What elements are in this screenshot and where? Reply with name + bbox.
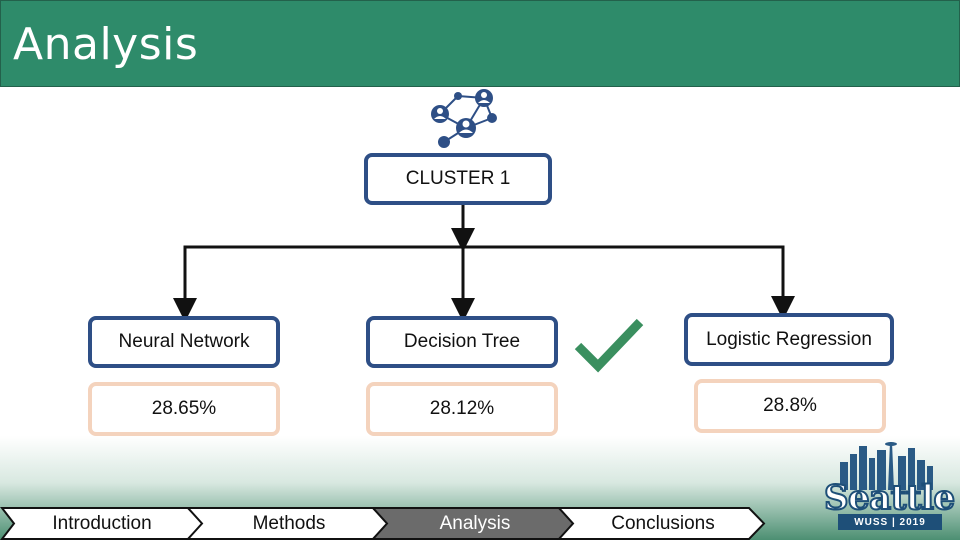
score-value: 28.65%: [151, 398, 217, 419]
model-name: Logistic Regression: [706, 328, 872, 350]
nav-item-conclusions[interactable]: Conclusions: [557, 507, 767, 540]
model-name: Neural Network: [118, 331, 250, 352]
cluster-box: CLUSTER 1: [364, 153, 552, 205]
nav-label: Analysis: [439, 512, 511, 534]
checkmark-icon: [574, 318, 644, 373]
logo-subtitle: WUSS | 2019: [838, 514, 942, 530]
score-value: 28.12%: [429, 398, 495, 419]
nav-label: Introduction: [52, 512, 152, 534]
nav-label: Conclusions: [611, 512, 715, 534]
title-bar: Analysis: [0, 0, 960, 87]
logo-wordmark: Seattle: [823, 477, 956, 519]
network-people-icon: [431, 89, 497, 148]
model-box-logistic-regression: Logistic Regression: [684, 313, 894, 366]
score-value: 28.8%: [763, 395, 817, 416]
model-name: Decision Tree: [403, 331, 521, 352]
nav-chevron-shape: [557, 507, 766, 540]
nav-item-methods[interactable]: Methods: [186, 507, 390, 540]
nav-item-introduction[interactable]: Introduction: [0, 507, 205, 540]
nav-label: Methods: [252, 512, 326, 534]
score-box-neural-network: 28.65%: [88, 382, 280, 436]
model-box-decision-tree: Decision Tree: [366, 316, 558, 368]
score-box-decision-tree: 28.12%: [366, 382, 558, 436]
model-box-neural-network: Neural Network: [88, 316, 280, 368]
nav-item-analysis[interactable]: Analysis: [371, 507, 576, 540]
cluster-label: CLUSTER 1: [405, 168, 511, 189]
page-title: Analysis: [13, 19, 199, 70]
score-box-logistic-regression: 28.8%: [694, 379, 886, 433]
skyline-icon: [840, 442, 933, 490]
seattle-logo: Seattle WUSS | 2019: [818, 432, 956, 532]
